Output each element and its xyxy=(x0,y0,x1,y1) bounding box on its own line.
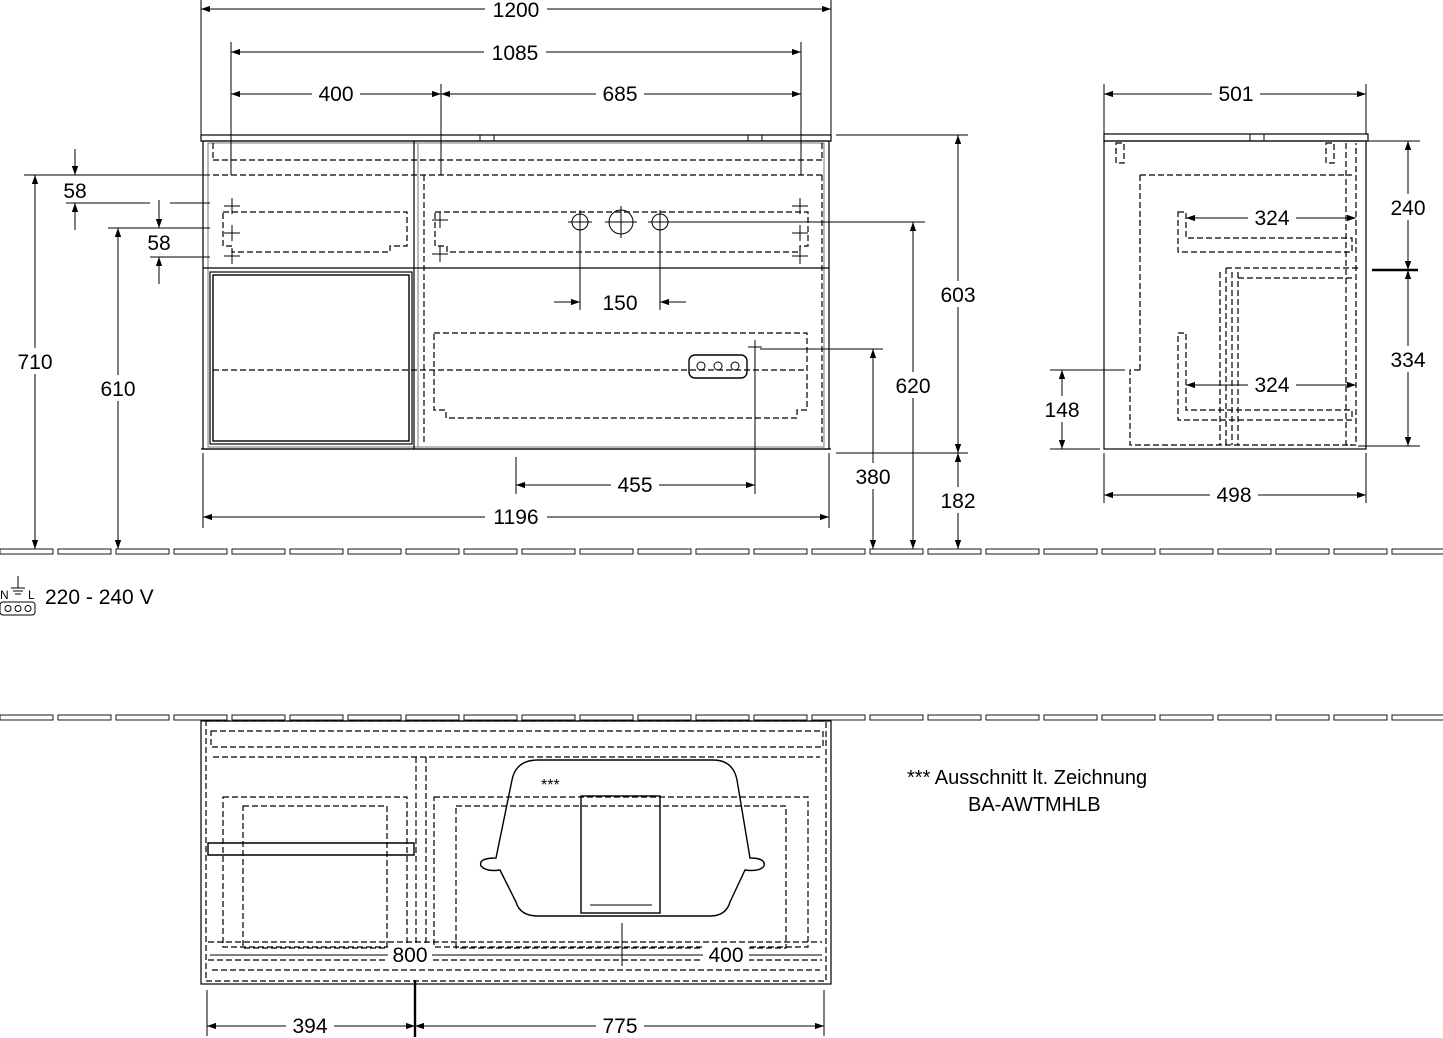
floor-segment xyxy=(637,548,692,555)
floor-segment xyxy=(0,548,54,555)
front-view-cabinet xyxy=(200,134,832,450)
floor-segment xyxy=(1333,714,1388,721)
power-symbol-l: L xyxy=(28,588,35,602)
floor-segment xyxy=(57,548,112,555)
floor-segment xyxy=(811,714,866,721)
dim-620: 620 xyxy=(895,375,930,398)
dim-685: 685 xyxy=(602,83,637,106)
floor-segment xyxy=(1391,714,1443,721)
floor-line-front xyxy=(0,548,1443,555)
dim-58-top: 58 xyxy=(63,180,86,203)
floor-segment xyxy=(637,714,692,721)
floor-segment xyxy=(1217,548,1272,555)
floor-segment xyxy=(173,714,228,721)
dim-240: 240 xyxy=(1390,197,1425,220)
dim-603: 603 xyxy=(940,284,975,307)
side-view-dimensions xyxy=(1050,84,1420,503)
floor-segment xyxy=(231,714,286,721)
dim-324-upper: 324 xyxy=(1254,207,1289,230)
floor-segment xyxy=(1275,714,1330,721)
dim-800: 800 xyxy=(392,944,427,967)
dim-394: 394 xyxy=(292,1015,327,1038)
side-view-dimension-labels: 501 240 324 334 324 148 498 xyxy=(1040,82,1432,507)
top-view-dimension-labels: 800 400 394 775 xyxy=(286,943,749,1038)
dim-324-lower: 324 xyxy=(1254,374,1289,397)
side-view-cabinet xyxy=(1103,133,1369,450)
floor-segment xyxy=(811,548,866,555)
floor-segment xyxy=(1159,548,1214,555)
dim-1196: 1196 xyxy=(493,506,538,529)
floor-segment xyxy=(231,548,286,555)
floor-segment xyxy=(347,548,402,555)
dim-1200: 1200 xyxy=(493,0,540,22)
floor-segment xyxy=(753,714,808,721)
floor-segment xyxy=(927,714,982,721)
dim-710: 710 xyxy=(17,351,52,374)
floor-segment xyxy=(869,548,924,555)
front-view-dimensions xyxy=(24,0,968,549)
floor-segment xyxy=(405,548,460,555)
front-view-dimension-labels: 1200 1085 400 685 58 58 710 610 150 603 … xyxy=(12,0,981,529)
cutout-marker: *** xyxy=(541,777,560,794)
dim-334: 334 xyxy=(1390,349,1425,372)
dim-148: 148 xyxy=(1044,399,1079,422)
floor-segment xyxy=(695,714,750,721)
floor-segment xyxy=(115,714,170,721)
floor-segment xyxy=(1101,714,1156,721)
note-line-2: BA-AWTMHLB xyxy=(968,794,1101,816)
floor-segment xyxy=(289,548,344,555)
dim-182: 182 xyxy=(940,490,975,513)
power-socket-icon: N L xyxy=(0,576,36,616)
note-line-1: *** Ausschnitt lt. Zeichnung xyxy=(907,767,1147,789)
floor-segment xyxy=(463,714,518,721)
floor-segment xyxy=(1101,548,1156,555)
floor-segment xyxy=(985,548,1040,555)
floor-segment xyxy=(579,548,634,555)
floor-segment xyxy=(579,714,634,721)
dim-380: 380 xyxy=(855,466,890,489)
dim-501: 501 xyxy=(1218,83,1253,106)
dim-58-second: 58 xyxy=(147,232,170,255)
floor-segment xyxy=(405,714,460,721)
floor-segment xyxy=(695,548,750,555)
floor-segment xyxy=(521,714,576,721)
floor-segment xyxy=(463,548,518,555)
floor-segment xyxy=(753,548,808,555)
floor-segment xyxy=(1217,714,1272,721)
floor-segment xyxy=(869,714,924,721)
top-view-cabinet xyxy=(200,720,832,1037)
floor-segment xyxy=(57,714,112,721)
floor-segment xyxy=(1333,548,1388,555)
floor-segment xyxy=(115,548,170,555)
floor-segment xyxy=(1043,548,1098,555)
floor-segment xyxy=(927,548,982,555)
floor-segment xyxy=(1043,714,1098,721)
power-voltage: 220 - 240 V xyxy=(45,586,154,609)
dim-1085: 1085 xyxy=(492,42,539,65)
dim-610: 610 xyxy=(100,378,135,401)
dim-775: 775 xyxy=(602,1015,637,1038)
dim-498: 498 xyxy=(1216,484,1251,507)
floor-segment xyxy=(1275,548,1330,555)
floor-segment xyxy=(1159,714,1214,721)
floor-segment xyxy=(0,714,54,721)
floor-segment xyxy=(1391,548,1443,555)
floor-segment xyxy=(173,548,228,555)
floor-segment xyxy=(289,714,344,721)
floor-segment xyxy=(521,548,576,555)
dim-150: 150 xyxy=(602,292,637,315)
power-symbol-n: N xyxy=(0,588,9,602)
floor-line-top xyxy=(0,714,1443,721)
dim-455: 455 xyxy=(617,474,652,497)
dim-400: 400 xyxy=(318,83,353,106)
floor-segment xyxy=(985,714,1040,721)
dim-400-top: 400 xyxy=(708,944,743,967)
floor-segment xyxy=(347,714,402,721)
